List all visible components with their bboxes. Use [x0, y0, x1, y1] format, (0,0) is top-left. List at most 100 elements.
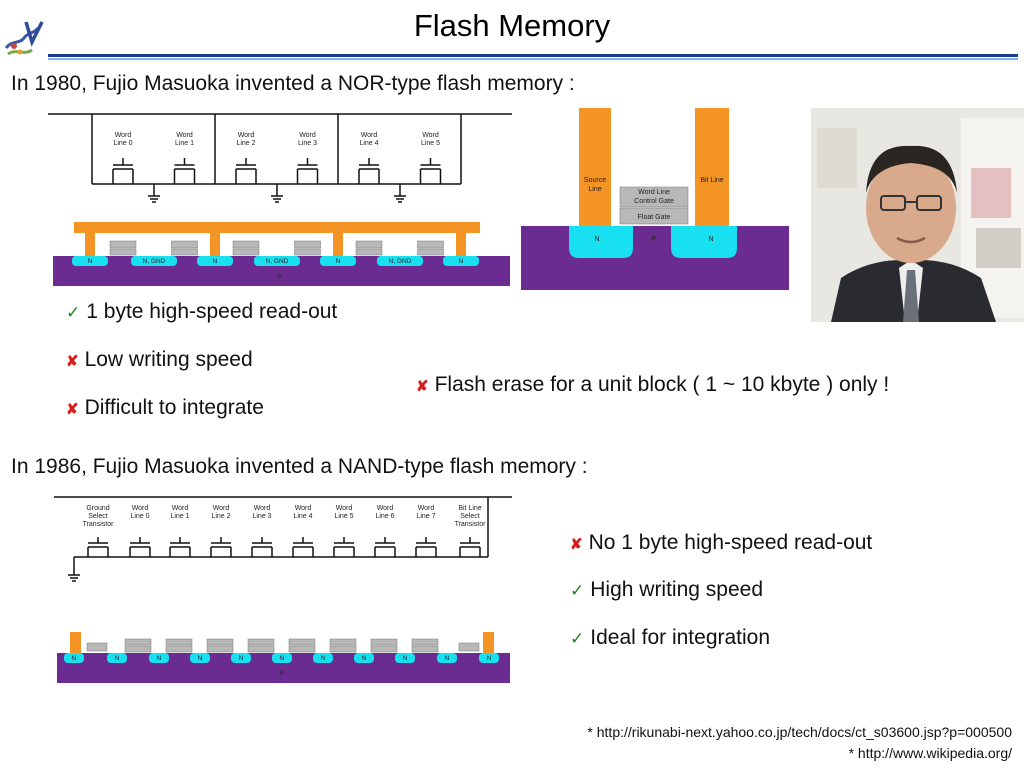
n-region: [320, 256, 356, 266]
bit-line-label: Bit Line: [700, 177, 723, 184]
nor-point-1: ✘Low writing speed: [66, 348, 253, 372]
nand-point-2-text: Ideal for integration: [590, 626, 771, 649]
n-region-label: N: [336, 258, 341, 265]
n-region-right: [671, 226, 737, 258]
n-region: [72, 256, 108, 266]
nor-point-0: ✓ 1 byte high-speed read-out: [66, 300, 337, 324]
control-gate: [109, 240, 137, 249]
nand-intro-text: In 1986, Fujio Masuoka invented a NAND-t…: [11, 455, 588, 478]
contact: [85, 233, 95, 256]
control-gate: [165, 638, 193, 646]
n-region-label: N: [321, 655, 326, 662]
float-gate-label: Float Gate: [638, 214, 671, 221]
n-region: [131, 256, 177, 266]
n-region: [231, 653, 251, 663]
control-gate: [124, 638, 152, 646]
contact: [210, 233, 220, 256]
reference-1: * http://www.wikipedia.org/: [848, 745, 1012, 761]
check-icon: ✓: [570, 581, 585, 600]
control-gate: [206, 638, 234, 646]
nand-point-2: ✓ Ideal for integration: [570, 626, 770, 650]
n-region: [479, 653, 499, 663]
p-label: P: [280, 670, 284, 677]
n-region: [272, 653, 292, 663]
float-gate: [417, 248, 444, 256]
n-region-label: N: [239, 655, 244, 662]
n-region-label: N, GND: [266, 258, 289, 265]
control-gate: [329, 638, 357, 646]
n-region: [254, 256, 300, 266]
float-gate: [370, 645, 398, 653]
metal-bit-line: [74, 222, 480, 233]
control-gate: [370, 638, 398, 646]
p-substrate: [521, 226, 789, 290]
control-gate: [619, 186, 689, 208]
float-gate: [411, 645, 439, 653]
nand-point-0: ✘No 1 byte high-speed read-out: [570, 531, 872, 555]
select-gate: [458, 642, 480, 652]
reference-0: * http://rikunabi-next.yahoo.co.jp/tech/…: [587, 724, 1012, 740]
n-region: [437, 653, 457, 663]
check-icon: ✓: [570, 629, 585, 648]
nor-point-2: ✘Difficult to integrate: [66, 396, 264, 420]
bit-line-metal: [695, 108, 729, 226]
n-right-label: N: [708, 236, 713, 243]
n-left-label: N: [594, 236, 599, 243]
control-gate: [288, 638, 316, 646]
n-region: [149, 653, 169, 663]
header-rule-light: [48, 58, 1018, 60]
float-gate: [619, 207, 689, 225]
float-gate: [109, 248, 137, 256]
nand-point-1-text: High writing speed: [590, 578, 764, 601]
nand-point-0-text: No 1 byte high-speed read-out: [588, 531, 873, 554]
nand-circuit: [54, 496, 512, 582]
n-region: [197, 256, 233, 266]
erase-note: ✘Flash erase for a unit block ( 1 ~ 10 k…: [416, 373, 889, 397]
nor-intro-text: In 1980, Fujio Masuoka invented a NOR-ty…: [11, 72, 575, 95]
n-region-left: [569, 226, 633, 258]
n-region: [64, 653, 84, 663]
ground-contact: [70, 632, 81, 653]
float-gate: [355, 248, 383, 256]
n-region-label: N: [157, 655, 162, 662]
n-region-label: N: [487, 655, 492, 662]
nor-point-0-text: 1 byte high-speed read-out: [86, 300, 338, 323]
control-gate: [294, 240, 321, 249]
nor-point-2-text: Difficult to integrate: [84, 396, 264, 419]
float-gate: [206, 645, 234, 653]
n-region: [377, 256, 423, 266]
n-region-label: N, GND: [143, 258, 166, 265]
cross-icon: ✘: [66, 353, 79, 370]
portrait-photo: [811, 108, 1024, 322]
n-region: [443, 256, 479, 266]
n-region: [395, 653, 415, 663]
n-region-label: N: [115, 655, 120, 662]
n-region-label: N: [445, 655, 450, 662]
nor-circuit: [48, 113, 512, 203]
nand-point-1: ✓ High writing speed: [570, 578, 763, 602]
select-gate: [86, 642, 108, 652]
control-gate: [355, 240, 383, 249]
float-gate: [329, 645, 357, 653]
erase-note-text: Flash erase for a unit block ( 1 ~ 10 kb…: [434, 373, 890, 396]
float-gate: [124, 645, 152, 653]
contact: [333, 233, 343, 256]
control-gate: [247, 638, 275, 646]
n-region: [107, 653, 127, 663]
n-region-label: N: [280, 655, 285, 662]
check-icon: ✓: [66, 303, 81, 322]
logo-mark-icon: [4, 21, 44, 56]
